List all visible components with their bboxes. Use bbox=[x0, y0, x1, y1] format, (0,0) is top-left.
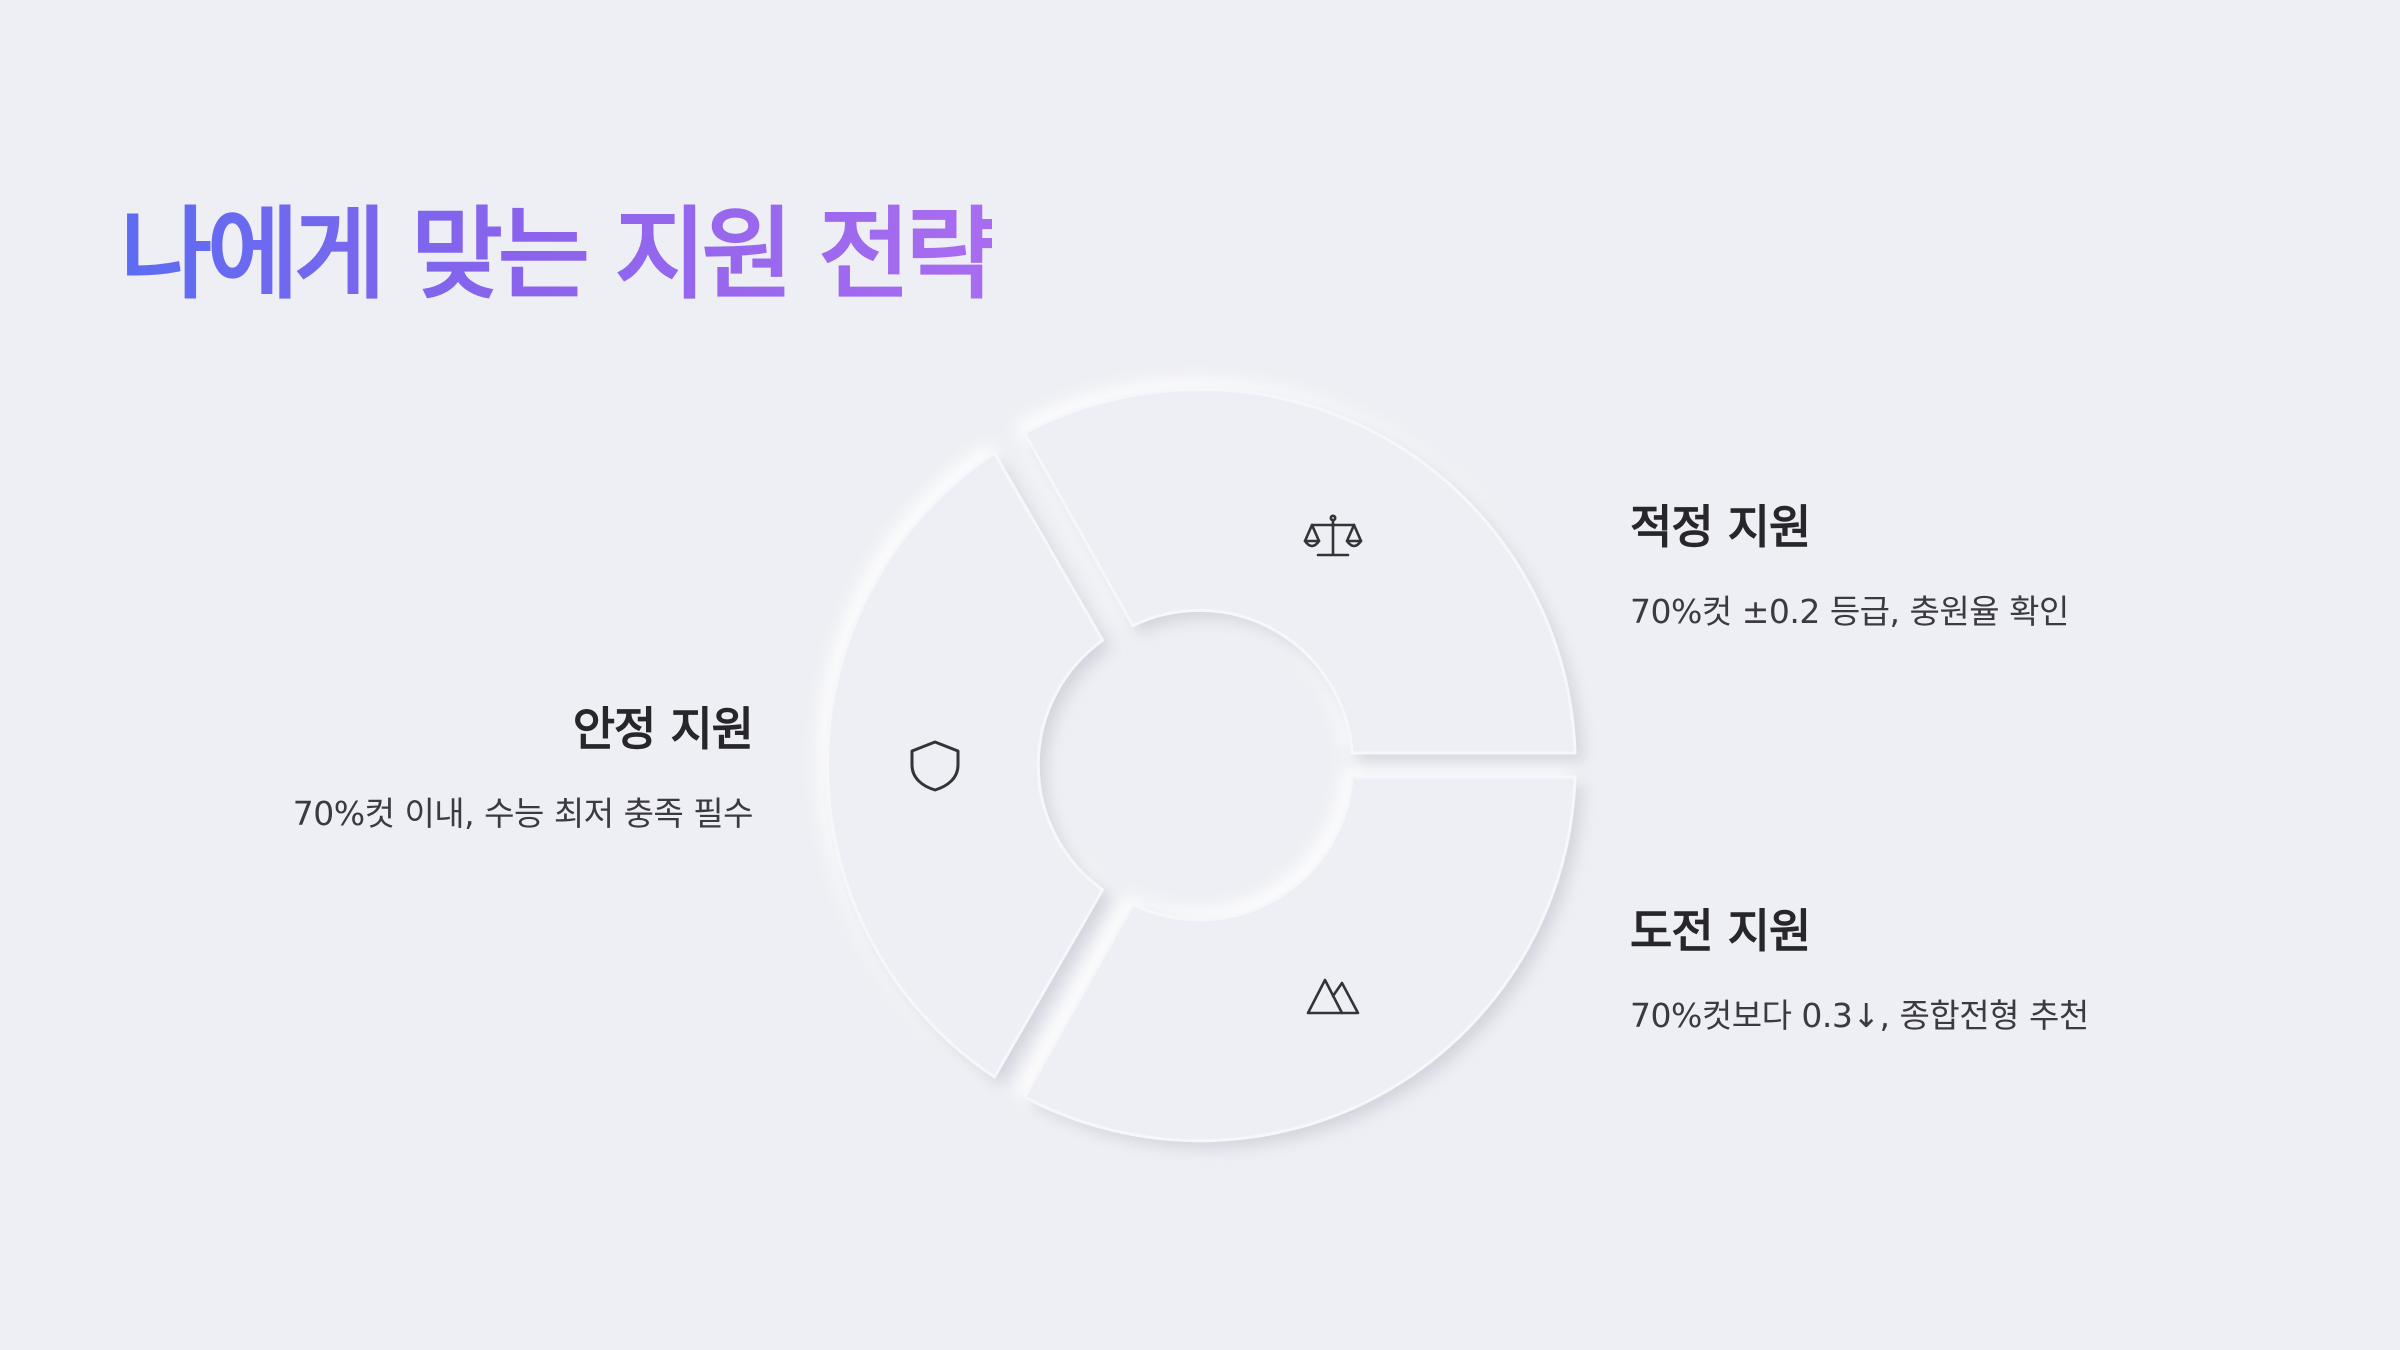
shield-icon bbox=[910, 740, 960, 792]
segment-moderate[interactable] bbox=[1023, 387, 1577, 755]
mountain-icon bbox=[1306, 978, 1360, 1015]
segment-stable[interactable] bbox=[825, 451, 1105, 1079]
description-moderate: 70%컷 ±0.2 등급, 충원율 확인 bbox=[1630, 592, 2069, 631]
label-moderate: 적정 지원 70%컷 ±0.2 등급, 충원율 확인 bbox=[1630, 491, 2330, 633]
description-stable: 70%컷 이내, 수능 최저 충족 필수 bbox=[292, 794, 754, 833]
segment-challenge[interactable] bbox=[1023, 775, 1577, 1143]
page-title: 나에게 맞는 지원 전략 bbox=[120, 196, 997, 313]
heading-stable: 안정 지원 bbox=[572, 702, 754, 756]
heading-challenge: 도전 지원 bbox=[1630, 904, 1811, 958]
description-challenge: 70%컷보다 0.3↓, 종합전형 추천 bbox=[1630, 996, 2089, 1035]
label-challenge: 도전 지원 70%컷보다 0.3↓, 종합전형 추천 bbox=[1630, 895, 2330, 1037]
scale-icon bbox=[1303, 514, 1363, 557]
heading-moderate: 적정 지원 bbox=[1630, 500, 1811, 554]
label-stable: 안정 지원 70%컷 이내, 수능 최저 충족 필수 bbox=[53, 693, 754, 835]
